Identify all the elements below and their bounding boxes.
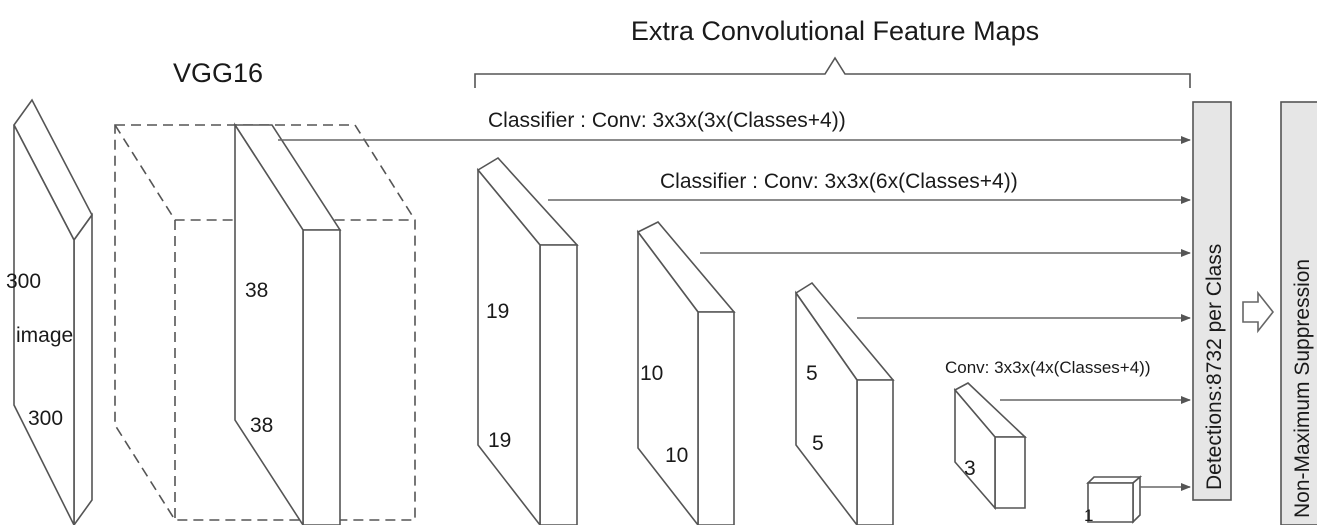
- vgg16-label: VGG16: [173, 58, 263, 88]
- feature-map-3: [953, 382, 1028, 511]
- vgg-feature-map-38: [233, 122, 342, 525]
- classifier-label-3: Conv: 3x3x(4x(Classes+4)): [945, 358, 1151, 377]
- input-name: image: [16, 324, 73, 347]
- fm3-size-bottom: 3: [964, 457, 976, 480]
- fm10-size-bottom: 10: [665, 444, 688, 467]
- input-size-bottom: 300: [28, 407, 63, 430]
- nms-bar: [1280, 101, 1317, 525]
- detection-arrows: [278, 136, 1191, 491]
- fm1-size-bottom: 1: [1084, 506, 1093, 525]
- fm5-size-bottom: 5: [812, 432, 824, 455]
- diagram-title: Extra Convolutional Feature Maps: [631, 16, 1039, 46]
- feature-map-1: [1086, 475, 1143, 524]
- fm10-size-top: 10: [640, 362, 663, 385]
- nms-label: Non-Maximum Suppression: [1291, 259, 1314, 518]
- fm19-size-bottom: 19: [488, 429, 511, 452]
- detections-label: Detections:8732 per Class: [1203, 244, 1226, 490]
- hollow-arrow-icon: [1242, 290, 1275, 334]
- feature-map-19: [476, 156, 579, 525]
- feature-map-10: [636, 221, 736, 525]
- vgg16-cube: [114, 124, 416, 521]
- feature-map-5: [794, 281, 895, 525]
- vgg-size-bottom: 38: [250, 414, 273, 437]
- classifier-label-2: Classifier : Conv: 3x3x(6x(Classes+4)): [660, 170, 1018, 193]
- classifier-label-1: Classifier : Conv: 3x3x(3x(Classes+4)): [488, 109, 846, 132]
- vgg-size-top: 38: [245, 279, 268, 302]
- fm19-size-top: 19: [486, 300, 509, 323]
- detections-bar: [1192, 101, 1232, 501]
- feature-maps-brace: [474, 56, 1191, 88]
- input-size-top: 300: [6, 270, 41, 293]
- fm5-size-top: 5: [806, 362, 818, 385]
- input-image-slab: [13, 98, 93, 525]
